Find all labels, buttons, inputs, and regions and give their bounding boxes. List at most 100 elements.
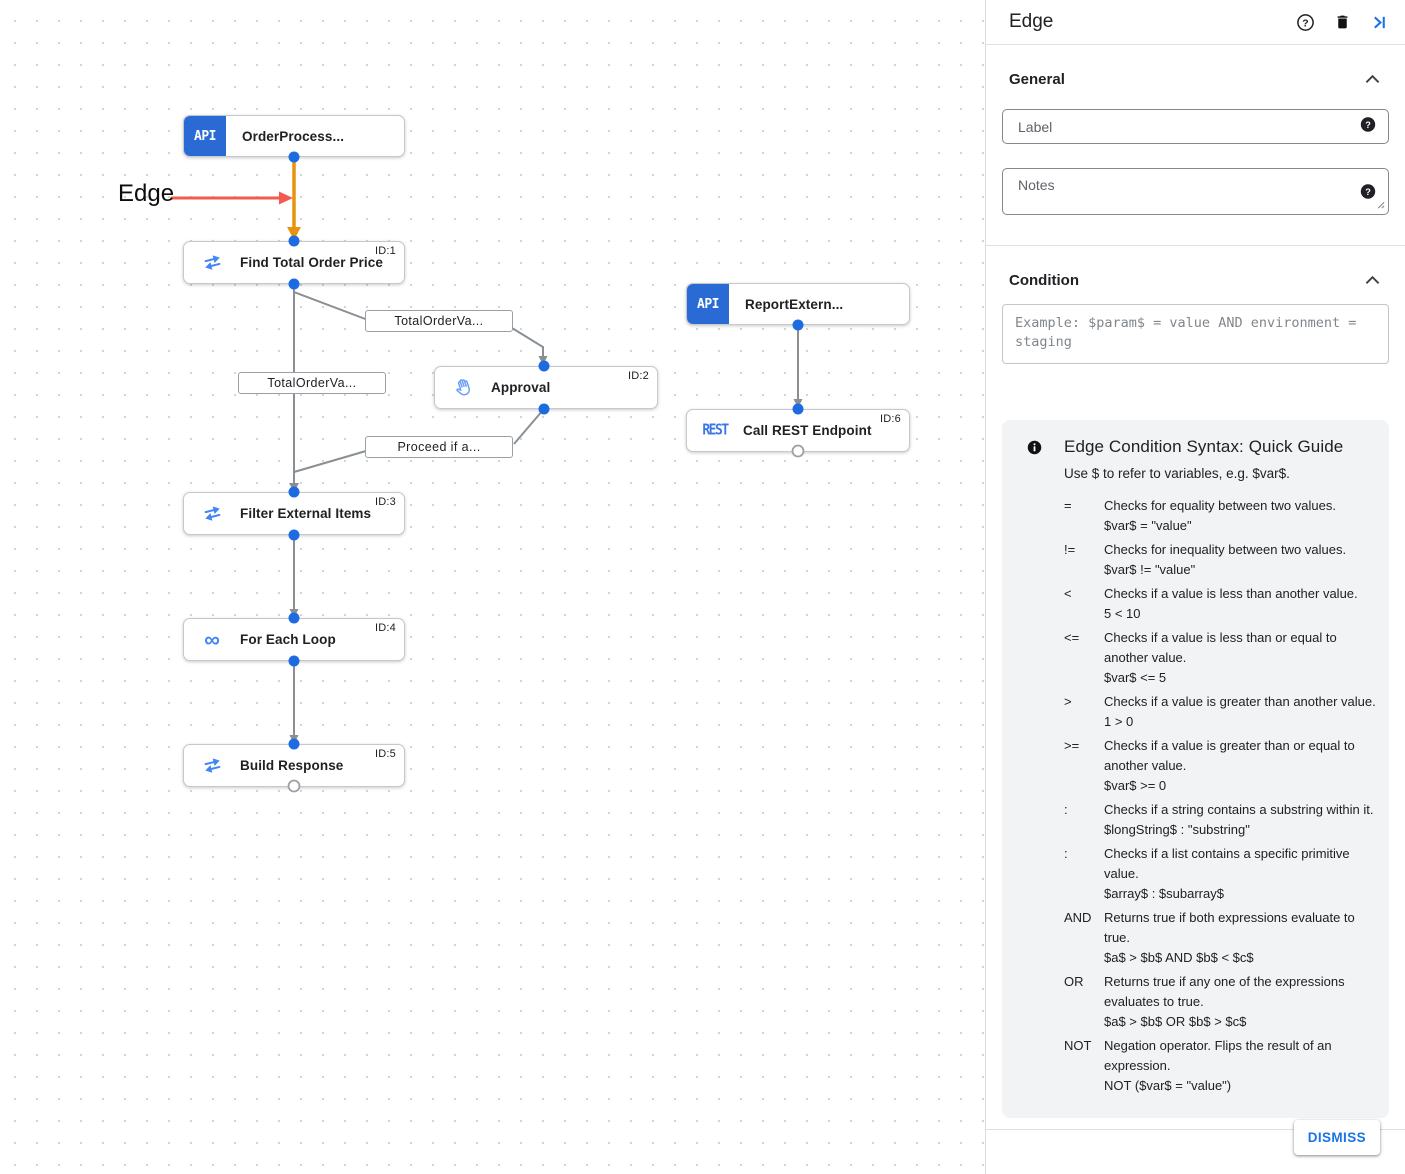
node-label: Find Total Order Price bbox=[240, 255, 383, 270]
node-label: ReportExtern... bbox=[745, 296, 844, 312]
guide-row: NOT Negation operator. Flips the result o… bbox=[1064, 1036, 1379, 1096]
arrowhead bbox=[538, 356, 548, 365]
svg-text:?: ? bbox=[1302, 18, 1308, 29]
section-divider bbox=[986, 245, 1405, 246]
arrowhead bbox=[793, 399, 803, 408]
selected-edge-arrowhead bbox=[287, 227, 301, 240]
edge-condition-label[interactable]: TotalOrderVa... bbox=[365, 310, 513, 332]
task-id-badge: ID:4 bbox=[375, 622, 396, 634]
guide-row: > Checks if a value is greater than anoth… bbox=[1064, 692, 1379, 732]
guide-description: Checks if a value is greater than anothe… bbox=[1104, 694, 1376, 729]
guide-operator: = bbox=[1064, 498, 1072, 513]
guide-row: < Checks if a value is less than another … bbox=[1064, 584, 1379, 624]
guide-row: <= Checks if a value is less than or equa… bbox=[1064, 628, 1379, 688]
api-trigger-badge: API bbox=[184, 116, 226, 156]
guide-row: >= Checks if a value is greater than or e… bbox=[1064, 736, 1379, 796]
guide-row: OR Returns true if any one of the express… bbox=[1064, 972, 1379, 1032]
arrowhead bbox=[289, 609, 299, 618]
chevron-up-icon[interactable] bbox=[1362, 270, 1382, 290]
node-label: Filter External Items bbox=[240, 506, 372, 521]
guide-operator: <= bbox=[1064, 630, 1080, 645]
panel-header: Edge ? bbox=[986, 0, 1405, 45]
edge-config-panel: Edge ? General ? bbox=[985, 0, 1405, 1174]
guide-row: AND Returns true if both expressions eval… bbox=[1064, 908, 1379, 968]
edge-condition-label[interactable]: Proceed if a... bbox=[365, 436, 513, 458]
guide-row: : Checks if a list contains a specific pr… bbox=[1064, 844, 1379, 904]
panel-title: Edge bbox=[1009, 11, 1054, 32]
collapse-panel-icon[interactable] bbox=[1369, 12, 1389, 32]
data-mapping-icon bbox=[199, 755, 225, 776]
arrowhead bbox=[289, 483, 299, 492]
guide-description: Checks if a value is less than or equal … bbox=[1104, 630, 1337, 685]
general-heading: General bbox=[1009, 70, 1065, 88]
guide-row: = Checks for equality between two values.… bbox=[1064, 496, 1379, 536]
guide-description: Checks for equality between two values.$… bbox=[1104, 498, 1336, 533]
edge-condition-label[interactable]: TotalOrderVa... bbox=[238, 372, 386, 394]
node-label: OrderProcess... bbox=[242, 128, 345, 144]
arrowhead bbox=[289, 735, 299, 744]
footer-divider bbox=[986, 1129, 1405, 1130]
guide-description: Checks if a value is greater than or equ… bbox=[1104, 738, 1355, 793]
resize-handle-icon[interactable] bbox=[1376, 196, 1385, 214]
general-section: General ? ? bbox=[986, 45, 1405, 245]
edge-annotation-arrowhead bbox=[279, 191, 293, 205]
edge-connector[interactable] bbox=[513, 409, 544, 445]
task-id-badge: ID:3 bbox=[375, 496, 396, 508]
condition-input[interactable] bbox=[1002, 304, 1389, 364]
flow-canvas[interactable]: Edge API OrderProcess... Find Total Order … bbox=[0, 0, 985, 1174]
condition-section: Condition bbox=[986, 246, 1405, 394]
label-input[interactable] bbox=[1002, 109, 1389, 144]
task-id-badge: ID:6 bbox=[880, 413, 901, 425]
flow-node-report-extern[interactable]: API ReportExtern... bbox=[686, 283, 910, 325]
rest-icon: REST bbox=[702, 421, 729, 440]
edge-annotation-label: Edge bbox=[118, 180, 175, 207]
guide-subtitle: Use $ to refer to variables, e.g. $var$. bbox=[1064, 466, 1290, 481]
guide-description: Returns true if any one of the expressio… bbox=[1104, 974, 1345, 1029]
flow-node-approval[interactable]: Approval ID:2 bbox=[434, 366, 658, 409]
guide-operator: != bbox=[1064, 542, 1076, 557]
trash-icon[interactable] bbox=[1332, 12, 1352, 32]
label-help-icon[interactable]: ? bbox=[1360, 116, 1376, 137]
hand-icon bbox=[450, 376, 476, 399]
guide-description: Negation operator. Flips the result of a… bbox=[1104, 1038, 1332, 1093]
help-icon[interactable]: ? bbox=[1295, 12, 1315, 32]
flow-node-for-each-loop[interactable]: ∞ For Each Loop ID:4 bbox=[183, 618, 405, 661]
guide-description: Checks if a value is less than another v… bbox=[1104, 586, 1358, 621]
guide-operator: OR bbox=[1064, 974, 1084, 989]
info-icon bbox=[1027, 437, 1042, 1100]
edge-connector[interactable] bbox=[511, 327, 544, 358]
guide-operator: > bbox=[1064, 694, 1072, 709]
svg-text:?: ? bbox=[1365, 187, 1371, 197]
notes-help-icon[interactable]: ? bbox=[1360, 184, 1376, 205]
guide-operator: AND bbox=[1064, 910, 1092, 925]
task-id-badge: ID:5 bbox=[375, 748, 396, 760]
guide-operator: NOT bbox=[1064, 1038, 1092, 1053]
edge-connector[interactable] bbox=[293, 450, 367, 473]
data-mapping-icon bbox=[199, 503, 225, 524]
guide-operator: < bbox=[1064, 586, 1072, 601]
task-id-badge: ID:2 bbox=[628, 370, 649, 382]
guide-description: Returns true if both expressions evaluat… bbox=[1104, 910, 1355, 965]
flow-node-order-process[interactable]: API OrderProcess... bbox=[183, 115, 405, 157]
condition-heading: Condition bbox=[1009, 271, 1079, 289]
chevron-up-icon[interactable] bbox=[1362, 69, 1382, 89]
api-trigger-badge: API bbox=[687, 284, 729, 324]
condition-syntax-guide: Edge Condition Syntax: Quick Guide Use $… bbox=[1002, 420, 1389, 1118]
node-label: Approval bbox=[491, 380, 551, 395]
node-label: For Each Loop bbox=[240, 632, 336, 647]
task-id-badge: ID:1 bbox=[375, 245, 396, 257]
edge-layer bbox=[171, 151, 805, 793]
guide-description: Checks if a list contains a specific pri… bbox=[1104, 846, 1350, 901]
edge-connector[interactable] bbox=[293, 284, 369, 321]
guide-description: Checks if a string contains a substring … bbox=[1104, 802, 1374, 837]
dismiss-button[interactable]: DISMISS bbox=[1293, 1120, 1380, 1155]
loop-icon: ∞ bbox=[204, 626, 220, 652]
guide-operator: >= bbox=[1064, 738, 1080, 753]
guide-operator: : bbox=[1064, 846, 1068, 861]
guide-description: Checks for inequality between two values… bbox=[1104, 542, 1347, 577]
notes-input[interactable] bbox=[1002, 168, 1389, 215]
